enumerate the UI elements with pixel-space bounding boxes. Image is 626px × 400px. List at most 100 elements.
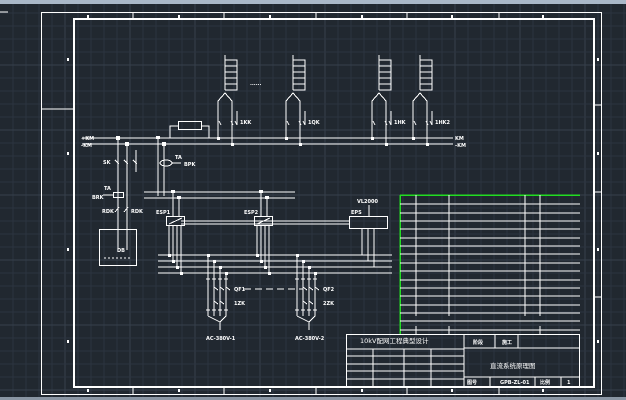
feeder-1: 1KK bbox=[217, 55, 252, 146]
frame-tick bbox=[87, 15, 89, 18]
junction bbox=[426, 143, 429, 146]
feeder-leads bbox=[412, 92, 428, 144]
frame-tick bbox=[87, 389, 89, 392]
junction bbox=[302, 260, 305, 263]
ac-switch bbox=[302, 286, 320, 305]
ta-label: TA bbox=[104, 186, 111, 192]
converter-2: ESP2 bbox=[244, 190, 273, 275]
feeder-3: 1HK bbox=[371, 55, 407, 146]
junction bbox=[299, 143, 302, 146]
title-block: 10kV配网工程典型设计 阶段 施工 直流系统原理图 图号 GPB-ZL-01 … bbox=[346, 334, 580, 387]
window-title-bar bbox=[0, 0, 626, 4]
frame-tick bbox=[451, 15, 453, 18]
frame-tick bbox=[67, 58, 69, 61]
top-ta-label: TA bbox=[175, 155, 182, 161]
ac-group-2: QF2 2ZK AC-380V-2 bbox=[295, 254, 335, 342]
junction bbox=[177, 196, 181, 199]
drawing-frame bbox=[41, 12, 602, 395]
rdk-right-label: RDK bbox=[131, 209, 144, 215]
frame-tick bbox=[361, 389, 363, 392]
project-title: 10kV配网工程典型设计 bbox=[360, 336, 429, 345]
junction bbox=[231, 143, 234, 146]
resistor bbox=[169, 121, 210, 138]
current-transformer: TA BPK bbox=[156, 136, 196, 196]
bus-label-lower-right: -KM bbox=[455, 143, 466, 149]
frame-tick bbox=[67, 248, 69, 251]
frame-tick bbox=[178, 389, 180, 392]
feeder-leads bbox=[371, 92, 387, 144]
frame-tick bbox=[361, 15, 363, 18]
junction bbox=[308, 266, 311, 269]
frame-tick bbox=[597, 340, 599, 343]
bus-label-upper-right: KM bbox=[455, 136, 464, 142]
ac-switch bbox=[213, 286, 231, 305]
bus-label-upper: +KM bbox=[81, 136, 94, 142]
battery-label: DB bbox=[117, 248, 125, 254]
ac-source-label: AC-380V-2 bbox=[295, 336, 325, 342]
frame-tick bbox=[597, 152, 599, 155]
junction bbox=[412, 137, 415, 140]
junction bbox=[213, 260, 216, 263]
frame-tick bbox=[597, 248, 599, 251]
inner-border bbox=[73, 18, 595, 388]
frame-tick bbox=[542, 15, 544, 18]
feeder-switch bbox=[286, 120, 306, 126]
stage-label: 阶段 bbox=[473, 339, 483, 346]
stage-value: 施工 bbox=[501, 339, 512, 346]
frame-tick bbox=[451, 389, 453, 392]
frame-tick bbox=[67, 340, 69, 343]
junction bbox=[217, 137, 220, 140]
top-ta-sub-label: BPK bbox=[184, 162, 196, 168]
monitor-top-label: VL2000 bbox=[357, 199, 378, 205]
distribution-bars bbox=[158, 254, 392, 274]
junction bbox=[296, 254, 299, 257]
junction bbox=[314, 272, 317, 275]
feeder-switch bbox=[372, 120, 392, 126]
feeder-label: 1QK bbox=[308, 120, 321, 126]
monitor-unit: EPS VL2000 bbox=[181, 199, 388, 267]
converter-label: ESP1 bbox=[156, 210, 171, 216]
junction bbox=[259, 190, 263, 193]
frame-tick-marks bbox=[67, 15, 599, 392]
frame-tick bbox=[542, 389, 544, 392]
ac-switch-label: QF1 bbox=[234, 287, 246, 293]
feeder-label: 1HK bbox=[394, 120, 407, 126]
junction bbox=[265, 196, 269, 199]
drawing-title: 直流系统原理图 bbox=[490, 361, 536, 370]
equipment-table bbox=[399, 194, 580, 335]
frame-tick bbox=[269, 389, 271, 392]
ac-switch-label: QF2 bbox=[323, 287, 335, 293]
contactor-label: 2ZK bbox=[323, 301, 335, 307]
junction bbox=[171, 190, 175, 193]
junction bbox=[385, 143, 388, 146]
junction bbox=[219, 266, 222, 269]
junction bbox=[371, 137, 374, 140]
background-grid bbox=[0, 4, 626, 397]
scale-label: 比例 bbox=[540, 379, 550, 386]
frame-tick bbox=[178, 15, 180, 18]
junction bbox=[285, 137, 288, 140]
ta-sub-label: BRK bbox=[92, 195, 105, 201]
frame-tick bbox=[269, 15, 271, 18]
converter-input-bars bbox=[144, 191, 295, 199]
feeder-2: 1QK bbox=[285, 55, 321, 146]
junction bbox=[225, 272, 228, 275]
feeder-leads bbox=[217, 92, 233, 144]
feeder-label: 1KK bbox=[240, 120, 252, 126]
feeder-ellipsis: ...... bbox=[250, 81, 261, 87]
ac-source-label: AC-380V-1 bbox=[206, 336, 236, 342]
battery-section: SK TA BRK RDK RDK DB bbox=[92, 136, 144, 266]
drawing-number: GPB-ZL-01 bbox=[500, 380, 530, 386]
rdk-left-label: RDK bbox=[102, 209, 115, 215]
sheet-number: 1 bbox=[567, 380, 571, 386]
bus-label-lower: -KM bbox=[81, 143, 92, 149]
drawing-no-label: 图号 bbox=[467, 379, 477, 386]
converter-label: ESP2 bbox=[244, 210, 259, 216]
outer-border bbox=[41, 12, 602, 395]
converter-1: ESP1 bbox=[156, 190, 185, 275]
feeder-leads bbox=[285, 92, 301, 144]
